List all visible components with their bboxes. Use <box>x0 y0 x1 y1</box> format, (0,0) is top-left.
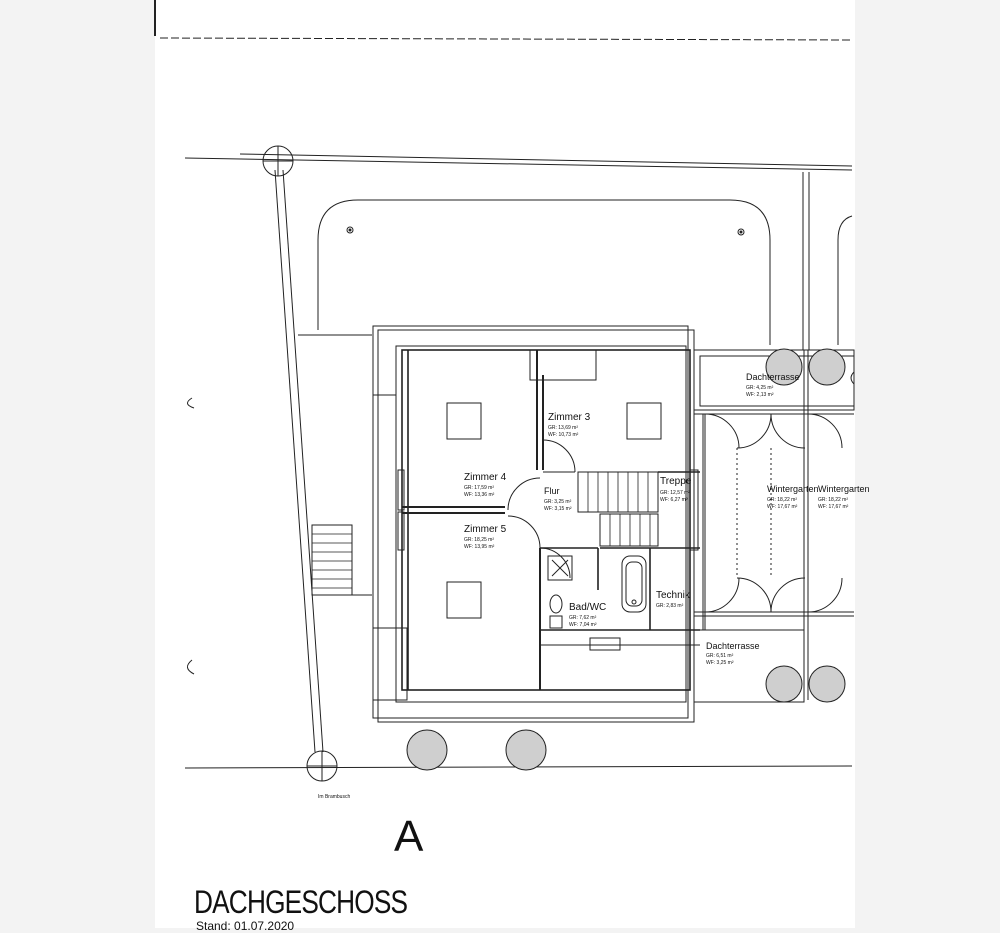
room-wf: WF: 3,25 m² <box>706 660 734 666</box>
section-mark: A <box>394 812 424 861</box>
room-gr: GR: 7,62 m² <box>569 615 597 621</box>
floor-title: DACHGESCHOSS <box>194 884 408 920</box>
room-gr: GR: 18,22 m² <box>767 497 797 503</box>
room-name: Dachterrasse <box>706 641 760 651</box>
room-wf: WF: 13,95 m² <box>464 544 495 550</box>
room-gr: GR: 17,59 m² <box>464 485 494 491</box>
room-name: Zimmer 3 <box>548 412 591 423</box>
room-gr: GR: 2,83 m² <box>656 603 684 609</box>
plan-date-stamp: Stand: 01.07.2020 <box>196 919 295 933</box>
room-gr: GR: 12,57 m² <box>660 490 690 496</box>
room-wf: WF: 7,04 m² <box>569 622 597 628</box>
room-wf: WF: 17,67 m² <box>818 504 849 510</box>
room-name: Bad/WC <box>569 602 606 613</box>
room-name: Wintergarten <box>767 484 819 494</box>
room-name: Technik <box>656 590 691 601</box>
room-gr: GR: 13,69 m² <box>548 425 578 431</box>
room-gr: GR: 6,51 m² <box>706 653 734 659</box>
room-name: Dachterrasse <box>746 372 800 382</box>
room-wf: WF: 13,36 m² <box>464 492 495 498</box>
room-labels: Zimmer 3 GR: 13,69 m² WF: 10,73 m² Zimme… <box>318 372 870 800</box>
room-wf: WF: 10,73 m² <box>548 432 579 438</box>
room-name: Wintergarten <box>818 484 870 494</box>
room-gr: GR: 4,25 m² <box>746 385 774 391</box>
room-name: Flur <box>544 486 560 496</box>
street-label: Im Brambusch <box>318 794 350 800</box>
room-wf: WF: 2,13 m² <box>746 392 774 398</box>
room-gr: GR: 18,25 m² <box>464 537 494 543</box>
room-name: Treppe <box>660 476 692 487</box>
room-gr: GR: 18,22 m² <box>818 497 848 503</box>
room-name: Zimmer 4 <box>464 472 507 483</box>
room-wf: WF: 6,27 m² <box>660 497 688 503</box>
room-wf: WF: 3,15 m² <box>544 506 572 512</box>
room-wf: WF: 17,67 m² <box>767 504 798 510</box>
room-name: Zimmer 5 <box>464 524 507 535</box>
room-gr: GR: 3,25 m² <box>544 499 572 505</box>
